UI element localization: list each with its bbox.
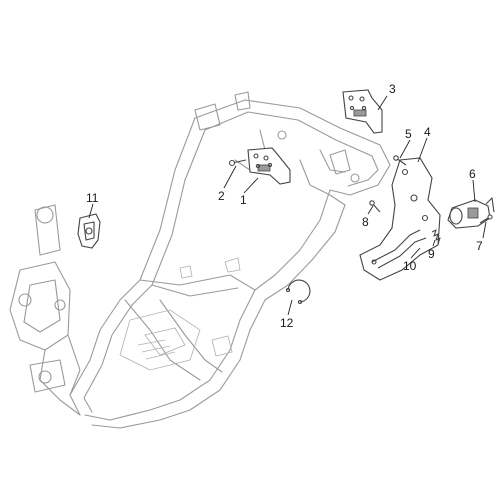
part-spring-9	[431, 229, 441, 245]
callout-2: 2	[218, 189, 225, 203]
callout-5: 5	[405, 127, 412, 141]
part-screw-2	[228, 159, 247, 167]
leader-lines	[88, 95, 487, 316]
callout-7: 7	[476, 239, 483, 253]
callout-12: 12	[280, 316, 294, 330]
callout-11: 11	[86, 191, 99, 205]
callout-1: 1	[240, 193, 247, 207]
part-clip-bracket	[77, 213, 101, 249]
callout-4: 4	[424, 125, 431, 139]
callout-9: 9	[428, 247, 435, 261]
part-lock-cylinder	[447, 197, 495, 229]
part-screw-8	[369, 200, 381, 213]
scooter-frame	[9, 91, 391, 429]
callout-3: 3	[389, 82, 396, 96]
callout-8: 8	[362, 215, 369, 229]
part-screw-5	[393, 155, 407, 166]
part-side-bracket	[359, 157, 441, 281]
part-snap-ring	[285, 279, 311, 305]
part-hinge-plate-lower	[247, 147, 291, 185]
callout-6: 6	[469, 167, 476, 181]
part-hinge-plate-upper	[342, 89, 383, 134]
callout-labels: 1 2 3 4 5 6 7 8 9 10 11 12	[86, 82, 483, 330]
part-screw-7	[479, 214, 493, 224]
callout-10: 10	[403, 259, 417, 273]
